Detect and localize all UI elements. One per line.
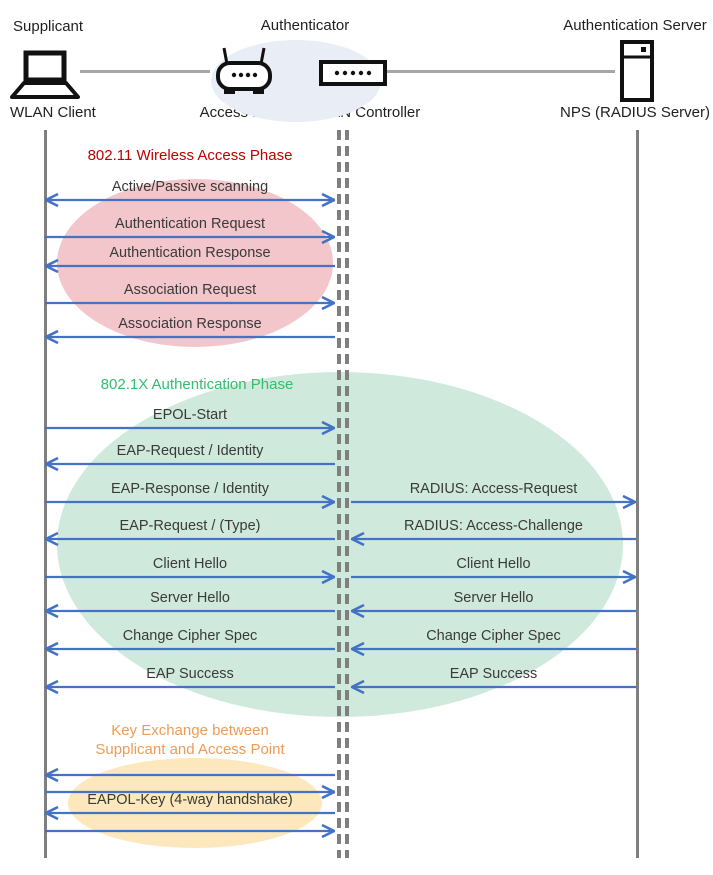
message-arrow (43, 531, 335, 547)
device-label-nps-radius-server: NPS (RADIUS Server) (559, 104, 711, 121)
message-label: Client Hello (456, 556, 531, 572)
phase-title-dot1x-authentication: 802.1X Authentication Phase (100, 376, 294, 393)
message-label: RADIUS: Access-Challenge (404, 518, 583, 534)
device-label-wlan-client: WLAN Client (10, 104, 96, 121)
message-label: Authentication Response (109, 245, 271, 261)
role-authentication-server: Authentication Server (563, 17, 707, 34)
message-arrow (349, 679, 636, 695)
message-label: EAP-Request / (Type) (119, 518, 261, 534)
message-arrow (43, 679, 335, 695)
message-label: EPOL-Start (152, 407, 228, 423)
lifeline-authenticator-left (336, 130, 341, 858)
wlan-controller-icon (319, 60, 387, 91)
message-arrow (349, 531, 636, 547)
message-arrow (45, 420, 337, 436)
phase-title-key-exchange-line2: Supplicant and Access Point (95, 741, 285, 758)
message-arrow (43, 192, 337, 208)
message-arrow (351, 569, 638, 585)
message-arrow (43, 329, 335, 345)
key-exchange-phase-ellipse (68, 758, 322, 848)
message-arrow (349, 603, 636, 619)
message-arrow (45, 823, 337, 839)
message-arrow (43, 456, 335, 472)
message-label: Client Hello (152, 556, 228, 572)
message-arrow (349, 641, 636, 657)
message-arrow (45, 295, 337, 311)
message-arrow (43, 641, 335, 657)
phase-title-key-exchange-line1: Key Exchange between (111, 722, 269, 739)
message-label: Active/Passive scanning (111, 179, 269, 195)
message-label: EAP-Response / Identity (111, 481, 269, 497)
laptop-icon (9, 50, 81, 107)
message-label: EAP Success (449, 666, 538, 682)
message-label: Authentication Request (115, 216, 265, 232)
message-arrow (351, 494, 638, 510)
message-label: EAP Success (146, 666, 234, 682)
role-authenticator: Authenticator (260, 17, 350, 34)
lifeline-wlan-client (43, 130, 47, 858)
message-arrow (45, 494, 337, 510)
message-arrow (45, 569, 337, 585)
message-arrow (45, 784, 337, 800)
connector-client-ap (80, 70, 210, 73)
server-icon (620, 40, 654, 107)
lifeline-authenticator-right (344, 130, 349, 858)
message-label: RADIUS: Access-Request (409, 481, 578, 497)
message-arrow (43, 258, 335, 274)
lifeline-radius-server (635, 130, 639, 858)
message-label: Change Cipher Spec (122, 628, 258, 644)
connector-controller-server (387, 70, 615, 73)
wireless-access-phase-ellipse (57, 179, 333, 347)
access-point-icon (212, 44, 276, 105)
message-label: EAPOL-Key (4-way handshake) (87, 792, 293, 808)
message-label: Server Hello (453, 590, 534, 606)
message-arrow (43, 603, 335, 619)
message-label: Association Request (123, 282, 257, 298)
message-label: Change Cipher Spec (426, 628, 561, 644)
message-arrow (43, 805, 335, 821)
message-label: Association Response (118, 316, 262, 332)
phase-title-wireless-access: 802.11 Wireless Access Phase (87, 147, 293, 164)
role-supplicant: Supplicant (13, 18, 84, 35)
message-label: EAP-Request / Identity (116, 443, 264, 459)
message-label: Server Hello (150, 590, 230, 606)
message-arrow (43, 767, 335, 783)
message-arrow (45, 229, 337, 245)
